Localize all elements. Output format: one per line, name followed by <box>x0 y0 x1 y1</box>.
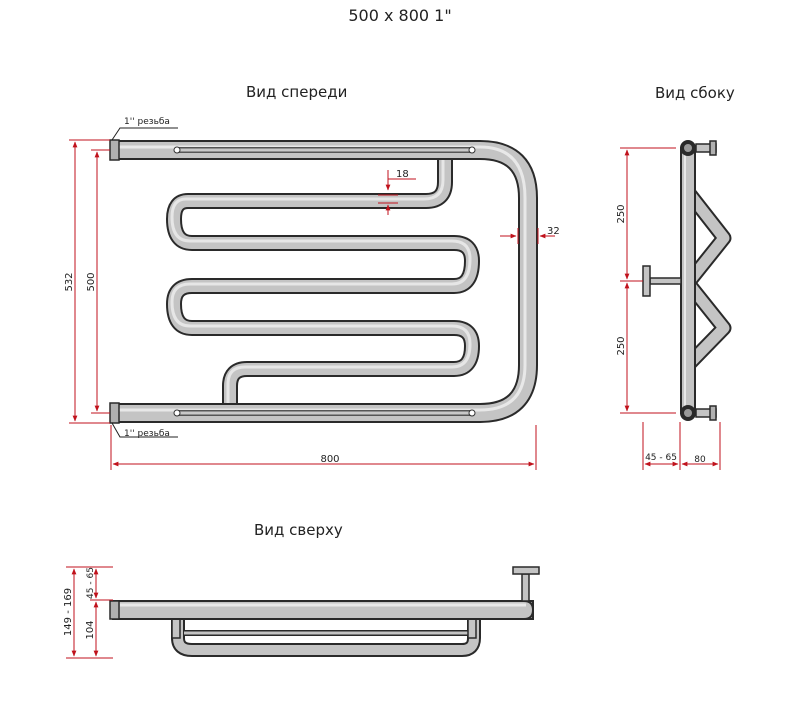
thread-callouts: 1'' резьба 1'' резьба <box>111 117 178 439</box>
top-thread-end <box>109 600 120 620</box>
dim-height-centers <box>91 149 110 414</box>
dim-top-wall-label: 45 - 65 <box>86 567 96 599</box>
dim-18-label: 18 <box>396 169 409 180</box>
front-view-title: Вид спереди <box>246 83 348 101</box>
top-clamp-left <box>171 617 181 639</box>
dim-side-lower-label: 250 <box>616 336 627 355</box>
thread-label-bottom: 1'' резьба <box>124 429 170 439</box>
top-serpentine-loop <box>171 620 481 657</box>
front-view: 1'' резьба 1'' резьба 532 500 800 <box>64 117 560 470</box>
drawing-title: 500 x 800 1" <box>348 6 452 25</box>
top-clamp-right <box>467 617 477 639</box>
dim-side-depth-label: 80 <box>694 455 706 465</box>
dim-height-total <box>69 139 110 424</box>
dim-side-wall-label: 45 - 65 <box>645 453 677 463</box>
dim-532-label: 532 <box>64 272 75 291</box>
dim-top-total-label: 149 - 169 <box>63 588 74 636</box>
top-wall-bracket <box>512 566 540 602</box>
side-view: 250 250 45 - 65 80 <box>616 140 732 470</box>
dim-side-depths <box>642 422 721 470</box>
dim-pipe-offset <box>500 228 555 244</box>
dim-top-sizes <box>66 566 113 659</box>
top-view-title: Вид сверху <box>254 521 343 539</box>
side-view-title: Вид сбоку <box>655 84 735 102</box>
front-serpentine-pipe <box>166 150 480 414</box>
dim-32-label: 32 <box>547 226 560 237</box>
dim-width <box>110 425 537 470</box>
dim-800-label: 800 <box>320 454 339 465</box>
dim-side-upper-label: 250 <box>616 204 627 223</box>
dim-top-depth-label: 104 <box>85 620 96 639</box>
dim-gap-top <box>378 170 416 215</box>
dim-side-heights <box>620 147 676 414</box>
side-wall-bracket <box>642 265 682 297</box>
top-view: 149 - 169 45 - 65 104 <box>63 566 540 659</box>
front-main-pipe <box>109 139 538 424</box>
side-main-pipe <box>680 147 696 414</box>
thread-label-top: 1'' резьба <box>124 117 170 127</box>
dim-500-label: 500 <box>86 272 97 291</box>
